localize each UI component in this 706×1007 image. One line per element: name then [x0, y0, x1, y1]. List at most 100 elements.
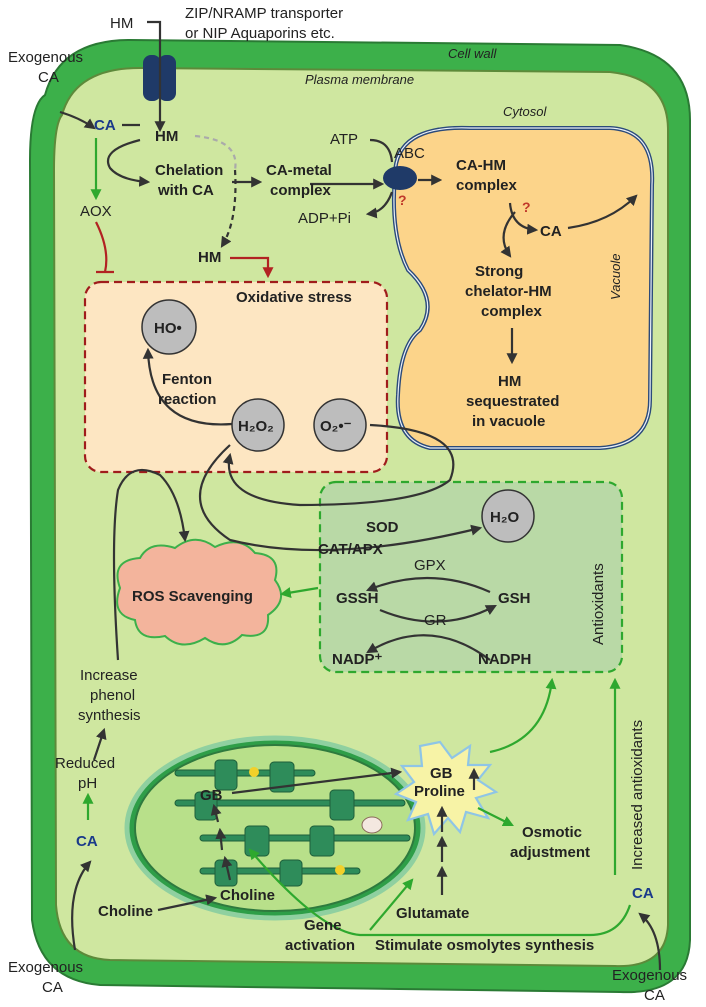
- atp-label: ATP: [330, 131, 358, 148]
- cell-wall-label: Cell wall: [448, 46, 498, 61]
- hm-top-label: HM: [110, 15, 133, 32]
- transporter-label-1: ZIP/NRAMP transporter: [185, 5, 343, 22]
- gene-2: activation: [285, 937, 355, 954]
- stimulate-label: Stimulate osmolytes synthesis: [375, 937, 594, 954]
- ca-bottom-left: CA: [76, 833, 98, 850]
- exogenous-bl-1: Exogenous: [8, 959, 83, 976]
- ros-scavenging-cloud: [116, 538, 283, 646]
- ca-metal-2: complex: [270, 182, 332, 199]
- fenton-1: Fenton: [162, 371, 212, 388]
- gpx-label: GPX: [414, 557, 446, 574]
- vacuole-label: Vacuole: [608, 254, 623, 301]
- abc-transporter: [383, 166, 417, 190]
- h2o-node: [481, 489, 535, 543]
- arrow-antiox-ros: [279, 586, 319, 598]
- ros-label: ROS Scavenging: [132, 588, 253, 605]
- arrow-hm-oxidative: [230, 256, 274, 279]
- arrow-choline-gb-2: [215, 827, 227, 851]
- exogenous-bl-2: CA: [42, 979, 63, 996]
- arrow-cahm-ca: [508, 202, 539, 235]
- gene-1: Gene: [304, 917, 342, 934]
- arrow-choline-gb-3: [210, 803, 222, 823]
- question-2: ?: [522, 199, 531, 215]
- aox-label: AOX: [80, 203, 112, 220]
- arrow-ca-strong: [500, 211, 516, 258]
- exogenous-tl-2: CA: [38, 69, 59, 86]
- plasma-membrane-label: Plasma membrane: [305, 72, 414, 87]
- ca-bottom-right: CA: [632, 885, 654, 902]
- question-1: ?: [398, 192, 407, 208]
- ca-left: CA: [94, 117, 116, 134]
- arrow-ca-gene-activation: [248, 848, 632, 937]
- glutamate-label: Glutamate: [396, 905, 469, 922]
- hm-seq-3: in vacuole: [472, 413, 545, 430]
- ho-label: HO•: [154, 320, 182, 337]
- arrow-hm-dashed-grey: [194, 134, 237, 171]
- cytosol-label: Cytosol: [503, 104, 547, 119]
- antioxidants-box: [318, 480, 624, 674]
- arrow-adp: [365, 191, 394, 219]
- adp-label: ADP+Pi: [298, 210, 351, 227]
- hm-seq-1: HM: [498, 373, 521, 390]
- oxidative-stress-label: Oxidative stress: [236, 289, 352, 306]
- arrow-hm-chelation: [107, 138, 151, 187]
- sod-label: SOD: [366, 519, 399, 536]
- hm-in-label: HM: [155, 128, 178, 145]
- fenton-2: reaction: [158, 391, 216, 408]
- arrow-gsh-gssh: [365, 576, 491, 594]
- arrow-star-osmotic: [477, 807, 514, 826]
- abc-label: ABC: [394, 145, 425, 162]
- exogenous-br-1: Exogenous: [612, 967, 687, 984]
- transporter-label-2: or NIP Aquaporins etc.: [185, 25, 335, 42]
- ca-vacuole: CA: [540, 223, 562, 240]
- chelation-2: with CA: [157, 182, 214, 199]
- arrow-h2o2-h2o: [198, 444, 483, 552]
- nadph-label: NADPH: [478, 651, 531, 668]
- phenol-3: synthesis: [78, 707, 141, 724]
- arrow-h2o2-ho: [142, 347, 233, 426]
- zip-nramp-transporter: [143, 55, 176, 101]
- proline-label: Proline: [414, 783, 465, 800]
- arrow-phenol-ros: [112, 468, 190, 661]
- gsh-label: GSH: [498, 590, 531, 607]
- hm-seq-2: sequestrated: [466, 393, 559, 410]
- strong-1: Strong: [475, 263, 523, 280]
- cat-apx-label: CAT/APX: [318, 541, 383, 558]
- ho-radical: [141, 299, 197, 355]
- arrow-gb-star: [231, 767, 403, 795]
- gssh-label: GSSH: [336, 590, 379, 607]
- o2-label: O₂•⁻: [320, 418, 352, 435]
- o2-node: [313, 398, 367, 452]
- arrow-gene-star: [369, 878, 414, 931]
- gb-proline-star: [393, 740, 499, 837]
- ca-hm-2: complex: [456, 177, 518, 194]
- ph-1: Reduced: [55, 755, 115, 772]
- arrow-atp: [369, 138, 394, 163]
- strong-3: complex: [481, 303, 543, 320]
- osmotic-1: Osmotic: [522, 824, 582, 841]
- chelation-1: Chelation: [155, 162, 223, 179]
- arrow-exogenous-in-br: [638, 912, 662, 971]
- arrow-ca-out-vacuole: [567, 194, 638, 230]
- gb-star-label: GB: [430, 765, 453, 782]
- h2o-label: H₂O: [490, 509, 519, 526]
- arrow-hm-dashed-down: [220, 169, 237, 248]
- antioxidants-label: Antioxidants: [590, 563, 607, 645]
- gr-label: GR: [424, 612, 447, 629]
- ca-metal-1: CA-metal: [266, 162, 332, 179]
- osmotic-2: adjustment: [510, 844, 590, 861]
- phenol-1: Increase: [80, 667, 138, 684]
- arrow-exogenous-in-tl: [59, 110, 96, 130]
- gb-chloroplast: GB: [200, 787, 223, 804]
- arrow-hm-in: [147, 20, 166, 133]
- ca-hm-1: CA-HM: [456, 157, 506, 174]
- choline-inside: Choline: [220, 887, 275, 904]
- choline-outside: Choline: [98, 903, 153, 920]
- thylakoid-stacks: [174, 759, 411, 887]
- increased-antioxidants-label: Increased antioxidants: [629, 720, 646, 870]
- ph-2: pH: [78, 775, 97, 792]
- arrow-choline-in: [157, 894, 218, 912]
- nadp-label: NADP⁺: [332, 651, 383, 668]
- h2o2-node: [231, 398, 285, 452]
